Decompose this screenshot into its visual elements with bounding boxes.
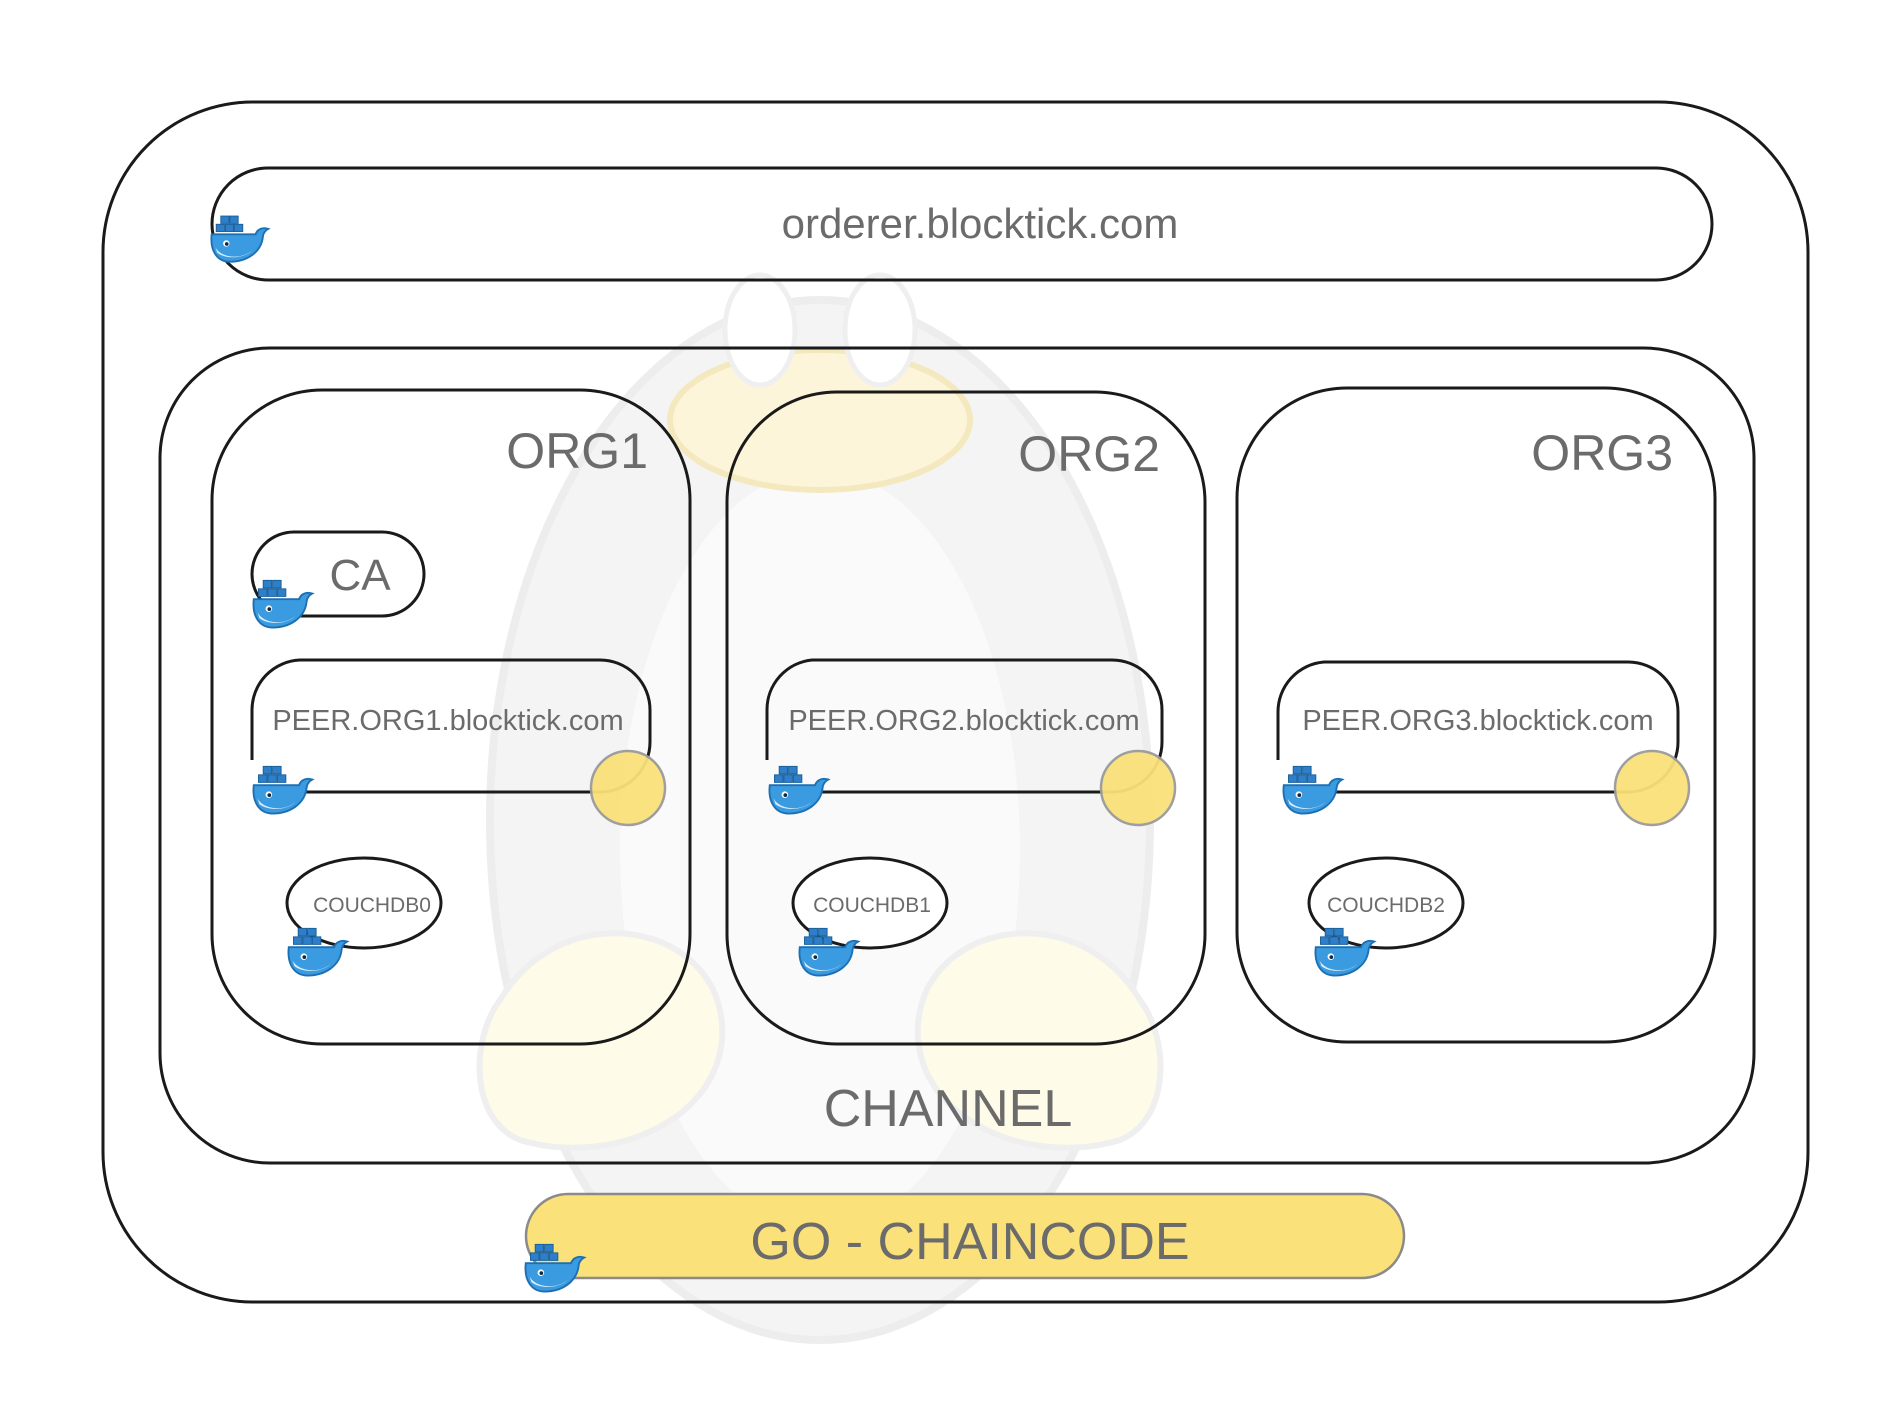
channel-label: CHANNEL bbox=[824, 1080, 1073, 1138]
docker-whale-icon bbox=[252, 765, 314, 815]
channel-container: CHANNEL bbox=[158, 346, 1756, 1165]
orderer-node[interactable]: orderer.blocktick.com bbox=[210, 166, 1714, 282]
peer-label: PEER.ORG1.blocktick.com bbox=[272, 705, 623, 737]
org-card-org2[interactable]: ORG2 PEER.ORG2.blocktick.com COUCHDB1 bbox=[725, 390, 1207, 1046]
ca-node[interactable]: CA bbox=[250, 530, 426, 629]
peer-node[interactable]: PEER.ORG3.blocktick.com bbox=[1276, 660, 1691, 827]
peer-node[interactable]: PEER.ORG1.blocktick.com bbox=[250, 658, 667, 827]
chaincode-node[interactable]: GO - CHAINCODE bbox=[524, 1192, 1406, 1293]
couchdb-node[interactable]: COUCHDB1 bbox=[791, 856, 949, 977]
peer-node[interactable]: PEER.ORG2.blocktick.com bbox=[765, 658, 1177, 827]
org-card-org3[interactable]: ORG3 PEER.ORG3.blocktick.com COUCHDB2 bbox=[1235, 386, 1717, 1044]
orderer-label: orderer.blocktick.com bbox=[782, 200, 1179, 247]
org-name: ORG3 bbox=[1531, 425, 1673, 481]
org-name: ORG1 bbox=[506, 423, 648, 479]
ca-label: CA bbox=[329, 551, 391, 600]
chaincode-label: GO - CHAINCODE bbox=[750, 1213, 1189, 1271]
couchdb-label: COUCHDB2 bbox=[1327, 894, 1445, 917]
couchdb-node[interactable]: COUCHDB0 bbox=[285, 856, 443, 977]
org-name: ORG2 bbox=[1018, 426, 1160, 482]
couchdb-node[interactable]: COUCHDB2 bbox=[1307, 856, 1465, 977]
peer-ledger-dot bbox=[1613, 749, 1691, 827]
couchdb-label: COUCHDB0 bbox=[313, 894, 431, 917]
org-card-org1[interactable]: ORG1 CA PEER.ORG1.blocktick.com COUCHDB0 bbox=[210, 388, 692, 1046]
peer-label: PEER.ORG3.blocktick.com bbox=[1302, 705, 1653, 737]
docker-whale-icon bbox=[210, 215, 270, 263]
peer-ledger-dot bbox=[1099, 749, 1177, 827]
peer-ledger-dot bbox=[589, 749, 667, 827]
docker-whale-icon bbox=[1282, 765, 1344, 815]
peer-label: PEER.ORG2.blocktick.com bbox=[788, 705, 1139, 737]
outer-frame bbox=[101, 100, 1810, 1304]
couchdb-label: COUCHDB1 bbox=[813, 894, 931, 917]
